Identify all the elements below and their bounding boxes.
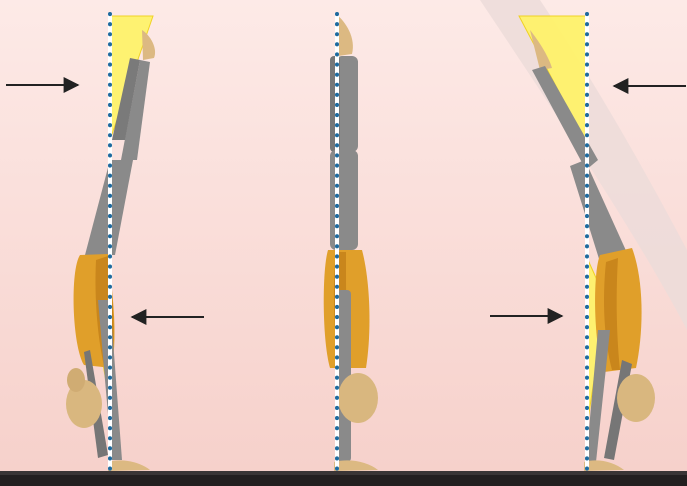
head-icon: [338, 373, 378, 423]
thigh: [330, 150, 358, 250]
head-icon: [617, 374, 655, 422]
hair: [67, 368, 85, 392]
floor-edge: [0, 471, 687, 475]
floor: [0, 474, 687, 486]
